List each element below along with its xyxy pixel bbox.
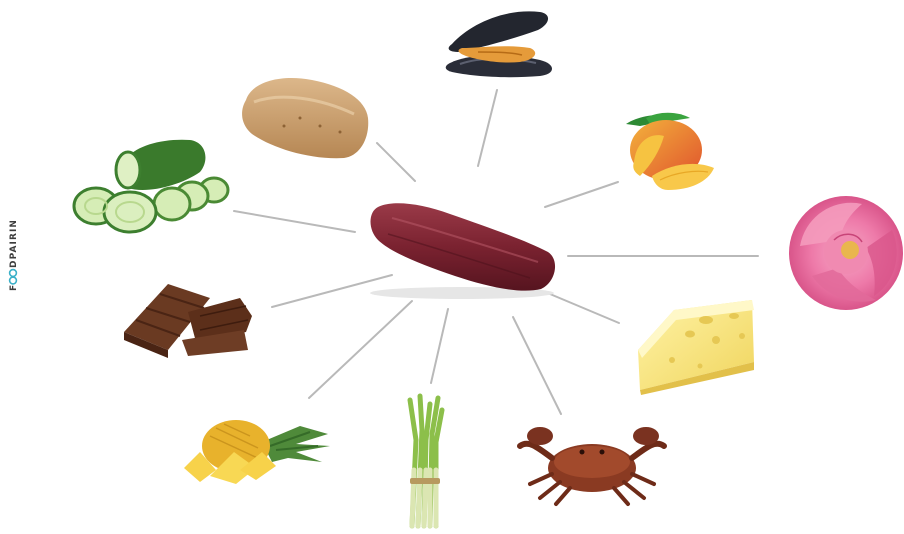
pineapple-icon xyxy=(184,420,330,484)
lemongrass-icon xyxy=(410,396,442,526)
connector-bread xyxy=(377,143,415,181)
cheese-icon xyxy=(638,300,754,395)
mussel-icon xyxy=(446,11,552,77)
connector-cheese xyxy=(550,294,619,323)
connector-chocolate xyxy=(272,275,392,307)
crab-icon xyxy=(520,427,664,504)
rose-icon xyxy=(789,196,903,310)
mango-icon xyxy=(626,113,714,190)
connector-pineapple xyxy=(309,301,412,398)
connector-crab xyxy=(513,317,561,414)
bread-icon xyxy=(242,78,368,158)
connector-mussel xyxy=(478,90,497,166)
connector-lemongrass xyxy=(431,309,448,383)
connector-mango xyxy=(545,182,618,207)
beef-tenderloin-icon xyxy=(370,203,555,299)
cucumber-icon xyxy=(74,140,228,232)
connector-cucumber xyxy=(234,211,355,232)
chocolate-icon xyxy=(124,284,252,358)
